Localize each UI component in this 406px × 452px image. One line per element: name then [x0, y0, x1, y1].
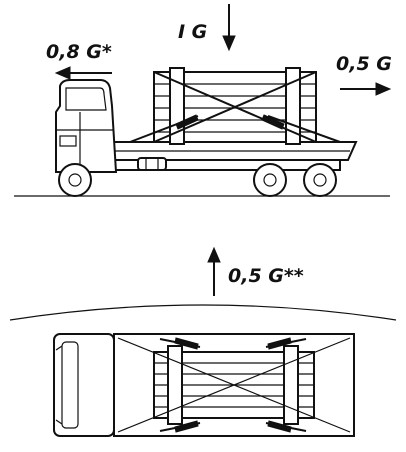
force-arrows-side [54, 4, 392, 96]
lashing-straps-top [117, 337, 351, 433]
lashing-straps-side [129, 114, 341, 143]
tensioner-icon [261, 114, 285, 130]
label-vertical-force: I G [178, 21, 207, 43]
tensioner-icon [174, 420, 199, 433]
cab-window [65, 87, 107, 111]
lateral-force-arrow [207, 246, 221, 296]
tensioner-icon [267, 420, 292, 433]
truck-top-view [53, 333, 355, 437]
road-curve [9, 304, 397, 321]
fuel-tank [137, 157, 167, 171]
label-backward-force: 0,5 G [336, 53, 392, 75]
cargo-crate-side [153, 67, 317, 145]
truck-side-view [14, 67, 390, 197]
front-wheel [58, 163, 92, 197]
cab-top [53, 333, 115, 437]
tensioner-icon [174, 337, 199, 350]
rear-wheel-1 [253, 163, 287, 197]
rear-wheel-2 [303, 163, 337, 197]
tensioner-icon [267, 337, 292, 350]
label-forward-force: 0,8 G* [46, 41, 112, 63]
truck-cab [55, 79, 118, 173]
label-lateral-force: 0,5 G** [228, 265, 304, 287]
tensioner-icon [175, 114, 199, 130]
